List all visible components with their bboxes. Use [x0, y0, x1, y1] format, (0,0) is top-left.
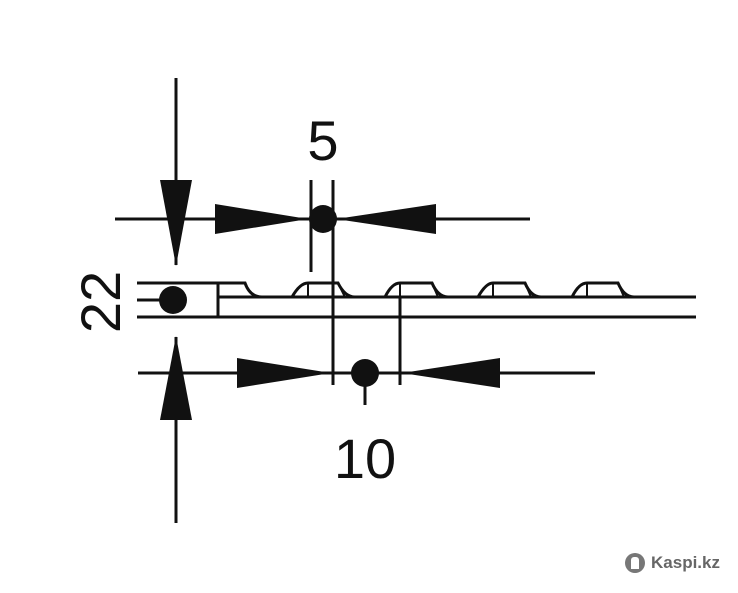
dimension-label-5: 5: [307, 109, 338, 172]
dot-marker: [351, 359, 379, 387]
kaspi-logo-icon: [625, 553, 646, 573]
dimension-10: [138, 297, 595, 405]
dot-marker: [159, 286, 187, 314]
profile-top-contour: [218, 281, 635, 299]
dimension-label-10: 10: [334, 427, 396, 490]
arrow-left-icon: [336, 204, 436, 234]
arrow-right-icon: [237, 358, 331, 388]
bump-lines: [307, 282, 625, 298]
arrow-right-icon: [215, 204, 308, 234]
arrow-left-icon: [402, 358, 500, 388]
watermark: Kaspi.kz: [625, 553, 720, 573]
watermark-text: Kaspi.kz: [651, 553, 720, 572]
dimension-label-22: 22: [69, 271, 132, 333]
dot-marker: [309, 205, 337, 233]
arrow-down-icon: [160, 180, 192, 266]
arrow-up-icon: [160, 336, 192, 420]
